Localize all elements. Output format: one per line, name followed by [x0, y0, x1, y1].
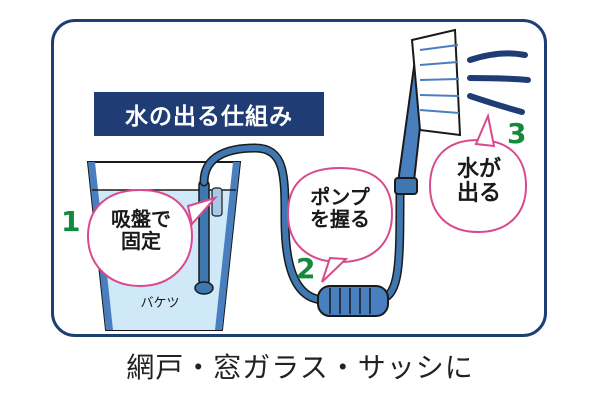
caption: 網戸・窓ガラス・サッシに	[126, 351, 474, 384]
step-text-3: 水が 出る	[456, 157, 501, 207]
bubble-step-3	[428, 112, 528, 234]
step-text-2: ポンプ を握る	[310, 185, 370, 231]
step-text-1: 吸盤で 固定	[111, 207, 171, 253]
water-spray-icon	[467, 50, 531, 115]
step-number-2: 2	[296, 252, 316, 285]
bubble-step-2	[286, 166, 394, 283]
pump-bulb-icon	[317, 285, 389, 317]
step-number-1: 1	[61, 205, 81, 238]
suction-cup-icon	[211, 187, 223, 217]
hose	[201, 144, 403, 303]
brush-icon	[394, 28, 462, 195]
step-number-3: 3	[507, 117, 527, 150]
bubble-step-1	[86, 188, 219, 288]
bucket-label: バケツ	[140, 296, 180, 311]
diagram-title: 水の出る仕組み	[94, 92, 324, 136]
